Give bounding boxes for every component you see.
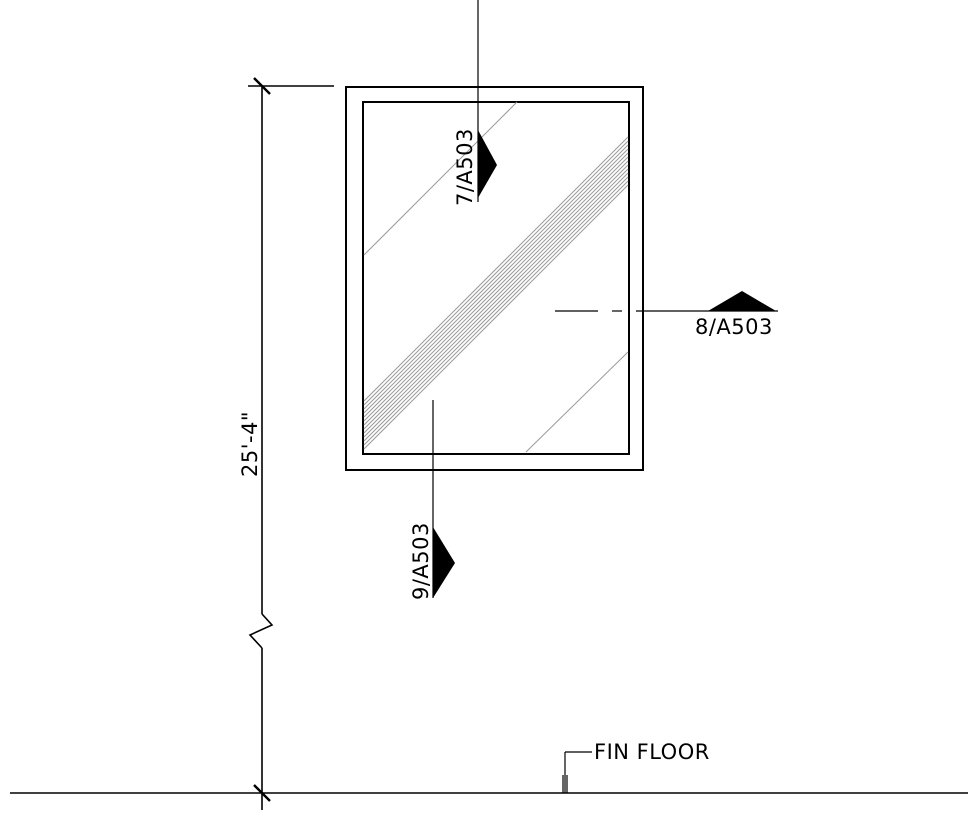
floor-level-marker	[562, 751, 592, 793]
floor-label: FIN FLOOR	[594, 740, 710, 764]
section-tag-bottom: 9/A503	[409, 522, 433, 600]
glass-hatch	[363, 101, 629, 453]
section-tag-right: 8/A503	[695, 315, 773, 339]
section-cut-top	[477, 0, 497, 202]
section-tag-top: 7/A503	[453, 128, 477, 206]
height-dimension-text: 25'-4"	[238, 411, 262, 477]
height-dimension-line	[248, 77, 334, 810]
section-cut-bottom	[432, 400, 455, 598]
window-frame	[345, 86, 644, 471]
section-cut-right	[555, 291, 778, 312]
